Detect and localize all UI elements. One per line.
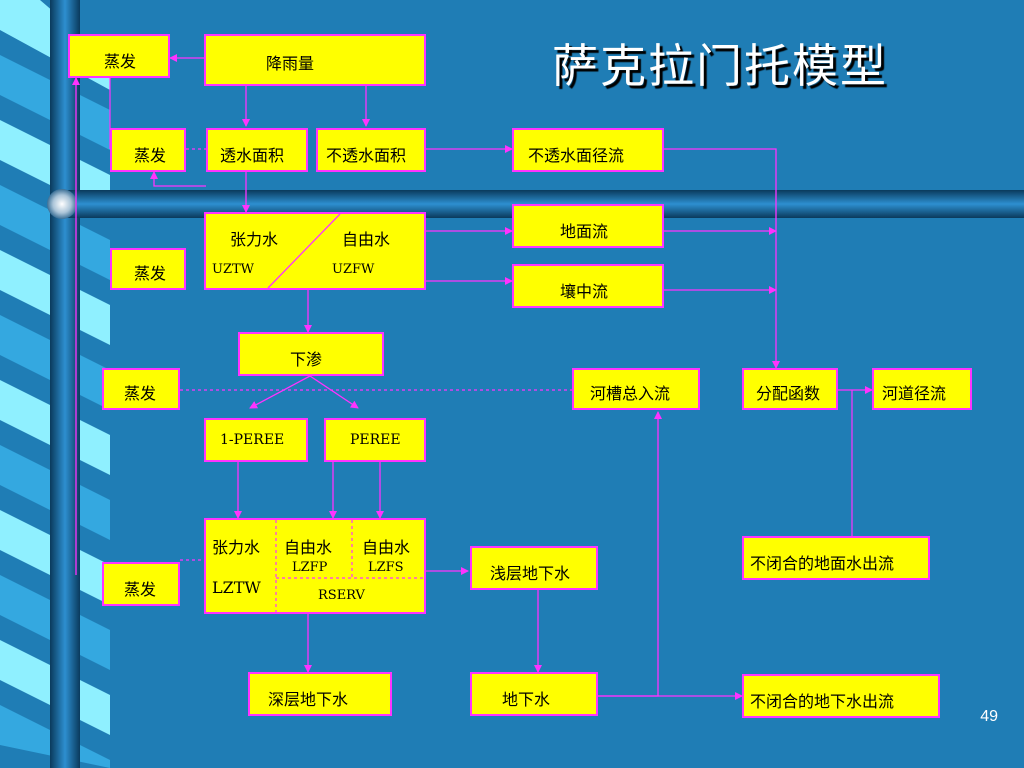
impervious-area-label: 不透水面积 [326,146,407,165]
lower-tension-label: 张力水 [212,538,261,557]
evap-box-3: 蒸发 [110,248,186,290]
unclosed-surface-outflow-box: 不闭合的地面水出流 [742,536,930,580]
evap-box-1: 蒸发 [68,34,170,78]
interflow-label: 壤中流 [560,282,609,301]
rserv-label: RSERV [318,588,365,603]
lzfp-label: LZFP [292,560,328,575]
uzfw-label: UZFW [332,262,375,277]
lower-free-primary-label: 自由水 [284,538,333,557]
evap-box-4: 蒸发 [102,368,180,410]
impervious-area-box: 不透水面积 [316,128,426,172]
arrow-evap2 [150,171,206,187]
pervious-area-label: 透水面积 [220,146,285,165]
evap-label: 蒸发 [134,264,167,283]
unclosed-surface-outflow-label: 不闭合的地面水出流 [750,554,895,573]
percolation-label: 下渗 [290,350,323,369]
upper-zone-divider [267,213,341,289]
lzfs-label: LZFS [368,560,404,575]
impervious-runoff-label: 不透水面径流 [528,146,625,165]
interflow-box: 壤中流 [512,264,664,308]
groundwater-box: 地下水 [470,672,598,716]
evap-box-5: 蒸发 [102,562,180,606]
uztw-label: UZTW [212,262,255,277]
bar-knob [47,189,77,219]
rainfall-box: 降雨量 [204,34,426,86]
impervious-runoff-box: 不透水面径流 [512,128,664,172]
deep-groundwater-label: 深层地下水 [268,690,349,709]
unclosed-groundwater-outflow-label: 不闭合的地下水出流 [750,692,895,711]
lower-zone-dividers [275,520,426,612]
lower-zone-box: 张力水 LZTW 自由水 LZFP 自由水 LZFS RSERV [204,518,426,614]
evap-label: 蒸发 [134,146,167,165]
lztw-label: LZTW [212,578,261,597]
distribution-function-box: 分配函数 [742,368,838,410]
surface-flow-box: 地面流 [512,204,664,248]
upper-free-label: 自由水 [342,230,391,249]
pervious-area-box: 透水面积 [206,128,308,172]
arrow-perc-left [249,375,311,409]
evap-label: 蒸发 [124,384,157,403]
upper-tension-label: 张力水 [230,230,279,249]
channel-inflow-box: 河槽总入流 [572,368,700,410]
pfree-complement-label: 1-PEREE [220,432,285,448]
evap-label: 蒸发 [104,52,137,71]
unclosed-groundwater-outflow-box: 不闭合的地下水出流 [742,674,940,718]
upper-zone-box: 张力水 自由水 UZTW UZFW [204,212,426,290]
groundwater-label: 地下水 [502,690,551,709]
page-title: 萨克拉门托模型 [552,39,888,93]
channel-inflow-label: 河槽总入流 [590,384,671,403]
evap-label: 蒸发 [124,580,157,599]
river-runoff-label: 河道径流 [882,384,947,403]
rainfall-label: 降雨量 [266,54,315,73]
surface-flow-label: 地面流 [560,222,609,241]
vertical-bar [50,0,80,768]
line-evap-link [80,74,111,149]
arrow-perc-right [309,375,359,409]
evap-box-2: 蒸发 [110,128,186,172]
page-number: 49 [980,708,998,725]
lower-free-secondary-label: 自由水 [362,538,411,557]
percolation-box: 下渗 [238,332,384,376]
deep-groundwater-box: 深层地下水 [248,672,392,716]
distribution-function-label: 分配函数 [756,384,821,403]
pfree-box: PEREE [324,418,426,462]
pfree-label: PEREE [350,432,401,448]
pfree-complement-box: 1-PEREE [204,418,308,462]
shallow-groundwater-label: 浅层地下水 [490,564,571,583]
shallow-groundwater-box: 浅层地下水 [470,546,598,590]
river-runoff-box: 河道径流 [872,368,972,410]
arrow-collector [664,148,780,369]
arrow-gw-channel [598,411,662,697]
